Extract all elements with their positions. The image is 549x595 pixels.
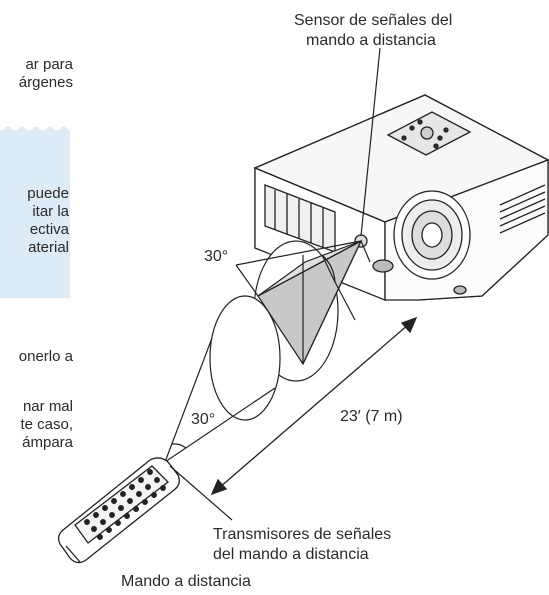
- distance-label: 23′ (7 m): [340, 408, 403, 425]
- angle-label-remote: 30°: [191, 411, 216, 428]
- projector-illustration: [253, 94, 549, 301]
- note-text-line-1: puede: [27, 185, 69, 202]
- intro-text-line-1: ar para: [25, 56, 73, 73]
- distance-arrow: [210, 316, 418, 496]
- angle-label-projector: 30°: [204, 248, 229, 265]
- note-text-line-4: aterial: [28, 239, 69, 256]
- sensor-label-line-1: Sensor de señales del: [294, 12, 453, 29]
- remote-transmission-cone: [164, 295, 281, 463]
- transmitter-label-line-2: del mando a distancia: [213, 546, 369, 563]
- sensor-leader-line: [360, 47, 381, 237]
- note-text-line-2: itar la: [32, 203, 69, 220]
- note-box: [0, 130, 70, 298]
- note-box-dotted-edge: [4, 126, 68, 134]
- remote-label: Mando a distancia: [121, 573, 251, 590]
- note-text-line-3: ectiva: [29, 221, 69, 238]
- transmitter-leader-line: [169, 465, 233, 521]
- transmitter-label-line-1: Transmisores de señales: [213, 526, 392, 543]
- body-text-line-3: te caso,: [20, 416, 73, 433]
- body-text-line-4: ámpara: [22, 434, 73, 451]
- intro-text-line-2: árgenes: [18, 74, 73, 91]
- body-text-line-2: nar mal: [22, 398, 73, 415]
- remote-control-illustration: [57, 457, 180, 564]
- body-text-line-1: onerlo a: [18, 348, 73, 365]
- sensor-label-line-2: mando a distancia: [306, 32, 436, 49]
